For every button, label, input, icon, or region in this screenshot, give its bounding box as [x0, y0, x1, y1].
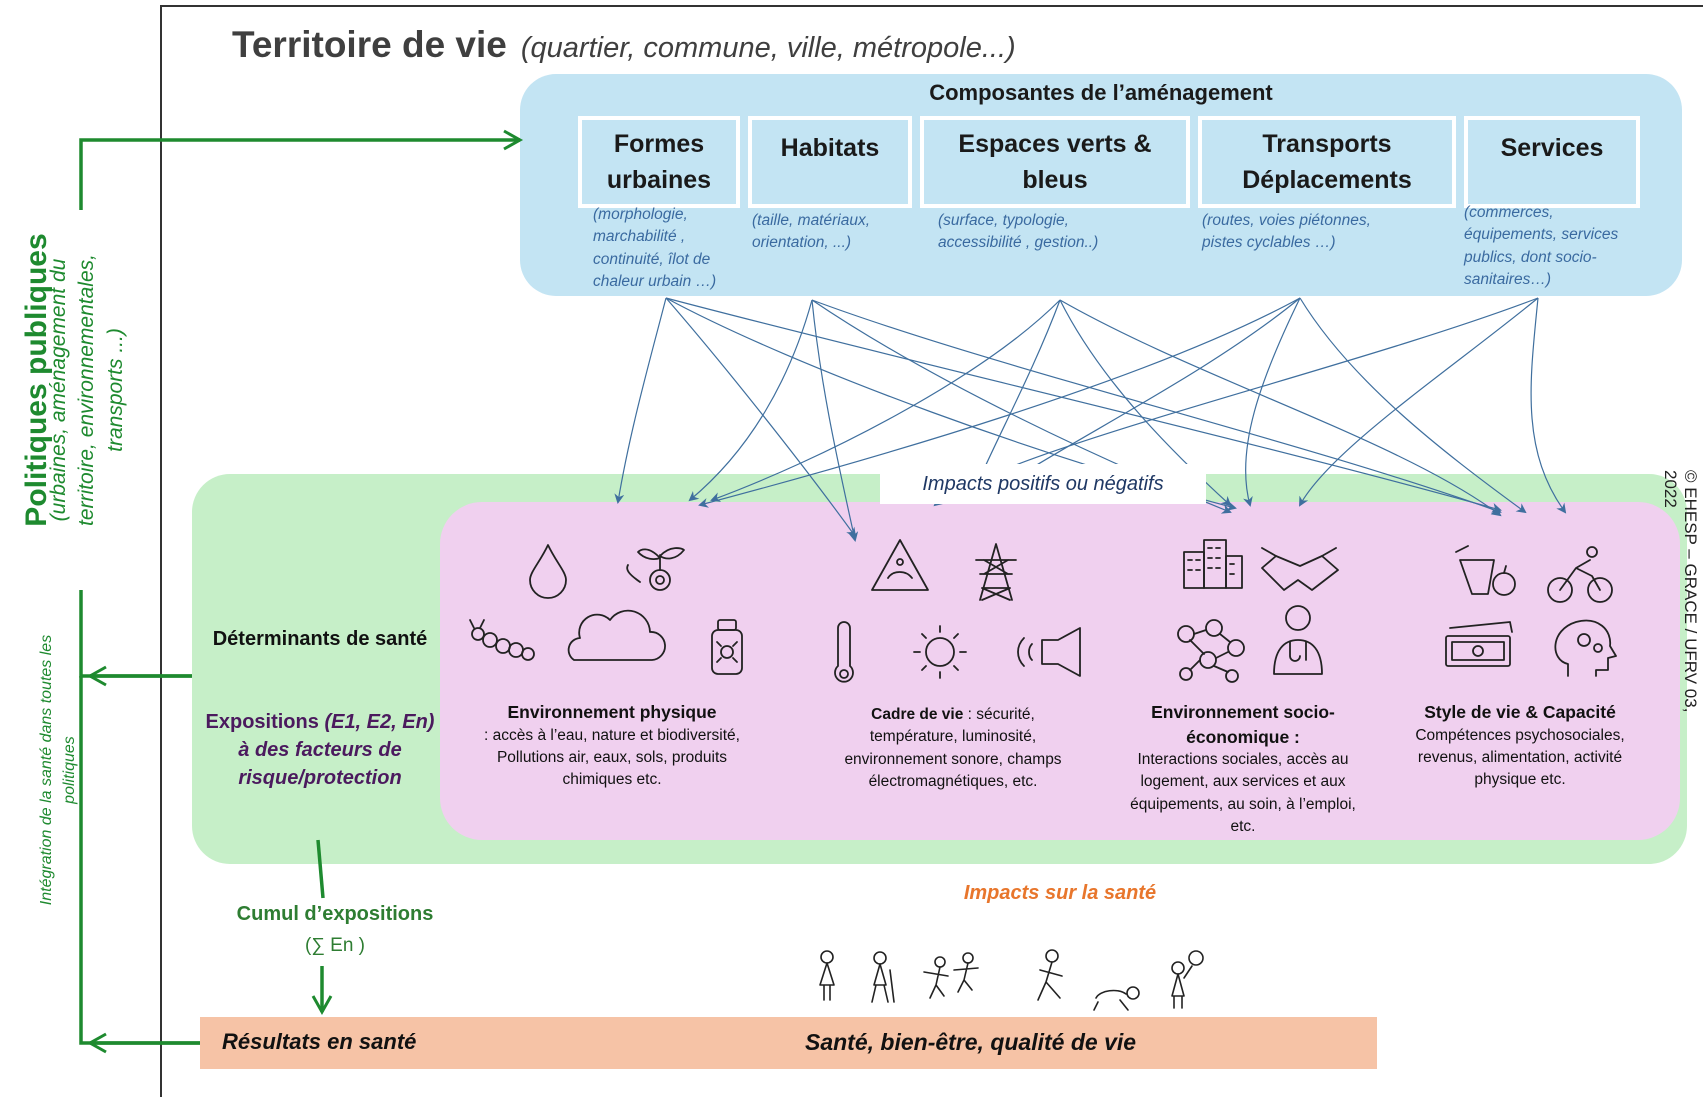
comp-espaces-verts: Espaces verts & bleus [920, 116, 1190, 208]
impact-arrow [1243, 297, 1301, 507]
page-title: Territoire de vie (quartier, commune, vil… [232, 24, 1016, 66]
frame-top-line [160, 5, 1703, 7]
comp-services: Services [1464, 116, 1640, 208]
frame-left-line [160, 5, 162, 1097]
comp-habitats: Habitats [748, 116, 912, 208]
comp-desc-formes: (morphologie, marchabilité , continuité,… [593, 206, 717, 291]
impact-arrow [811, 299, 1502, 514]
expositions-prefix: Expositions [205, 711, 319, 733]
category-socio-economique: Environnement socio-économique : Interac… [1118, 700, 1368, 839]
copyright-line1: © EHESP – GRACE / UFRV 03, [1681, 470, 1700, 713]
impact-arrow [710, 299, 1061, 502]
impact-arrow [1059, 299, 1232, 507]
cumul-line [316, 839, 325, 899]
comp-label: Services [1500, 134, 1604, 162]
category-title: Environnement physique [507, 702, 717, 722]
category-title: Style de vie & Capacité [1424, 702, 1616, 722]
comp-label: Habitats [780, 134, 880, 162]
sante-bien-etre-label: Santé, bien-être, qualité de vie [805, 1029, 1137, 1055]
impacts-sante-label: Impacts sur la santé [963, 882, 1157, 904]
comp-label: Espaces verts & bleus [958, 129, 1152, 194]
comp-formes-urbaines: Formes urbaines [578, 116, 740, 208]
integration-line2: politiques [61, 736, 79, 804]
comp-label: Formes urbaines [606, 129, 712, 194]
resultats-bar [200, 1017, 1377, 1069]
copyright-clip: © EHESP – GRACE / UFRV 03, 2022 [1660, 470, 1700, 810]
copyright-line2: 2022 [1661, 470, 1680, 508]
comp-desc-transports: (routes, voies piétonnes, pistes cyclabl… [1202, 212, 1371, 252]
category-cadre-de-vie: Cadre de vie : sécurité, température, lu… [826, 704, 1080, 794]
composantes-title: Composantes de l’aménagement [929, 80, 1273, 105]
integration-line1: Intégration de la santé dans toutes les [38, 634, 55, 906]
expositions-suffix: à des facteurs de risque/protection [238, 739, 402, 789]
expositions-text: Expositions (E1, E2, En) à des facteurs … [200, 708, 440, 792]
impact-arrow [1059, 299, 1502, 517]
impact-arrow [614, 297, 667, 504]
cumul-formula: (∑ En ) [305, 935, 365, 956]
politiques-sub-line1: (urbaines, aménagement du [47, 258, 70, 522]
category-title: Cadre de vie [871, 706, 964, 723]
policy-arrow-to-amenagement [79, 129, 524, 210]
impact-arrow [811, 299, 859, 542]
copyright-text: © EHESP – GRACE / UFRV 03, 2022 [1660, 470, 1700, 810]
comp-desc-habitats: (taille, matériaux, orientation, ...) [752, 212, 871, 252]
title-sub: (quartier, commune, ville, métropole...) [520, 32, 1016, 64]
impact-arrow [665, 297, 1502, 513]
politiques-sub-line3: transports ...) [103, 328, 127, 452]
comp-desc-services: (commerces, équipements, services public… [1464, 204, 1619, 289]
category-environnement-physique: Environnement physique : accès à l’eau, … [462, 700, 762, 792]
politiques-publiques-subtitle: (urbaines, aménagement du territoire, en… [45, 220, 135, 560]
comp-label: Transports Déplacements [1242, 129, 1412, 194]
category-text: : sécurité, température, luminosité, env… [844, 706, 1062, 791]
comp-transports: Transports Déplacements [1198, 116, 1456, 208]
category-style-de-vie: Style de vie & Capacité Compétences psyc… [1400, 700, 1640, 792]
title-main: Territoire de vie [232, 24, 507, 65]
category-title: Environnement socio-économique : [1151, 702, 1335, 747]
category-text: : accès à l’eau, nature et biodiversité,… [484, 726, 740, 789]
determinants-title: Déterminants de santé [212, 628, 428, 650]
resultats-sante-label: Résultats en santé [222, 1029, 417, 1054]
comp-desc-espaces: (surface, typologie, accessibilité , ges… [938, 212, 1099, 252]
category-text: Interactions sociales, accès au logement… [1130, 751, 1356, 836]
impacts-positifs-negatifs-label: Impacts positifs ou négatifs [880, 464, 1206, 504]
policy-line-bottom [79, 676, 200, 1045]
cumul-expositions-title: Cumul d’expositions [236, 903, 434, 925]
impact-arrow [665, 297, 857, 538]
impact-arrow [698, 297, 1301, 508]
expositions-vars: (E1, E2, En) [324, 711, 435, 733]
impact-arrow [688, 299, 813, 502]
impact-arrow [1299, 297, 1527, 514]
category-text: Compétences psychosociales, revenus, ali… [1415, 726, 1625, 789]
policy-line-mid [79, 590, 192, 678]
impact-arrow [1530, 297, 1567, 514]
integration-sante-label: Intégration de la santé dans toutes les … [35, 600, 85, 940]
impact-arrow [1299, 297, 1539, 507]
politiques-sub-line2: territoire, environnementales, [75, 254, 99, 526]
